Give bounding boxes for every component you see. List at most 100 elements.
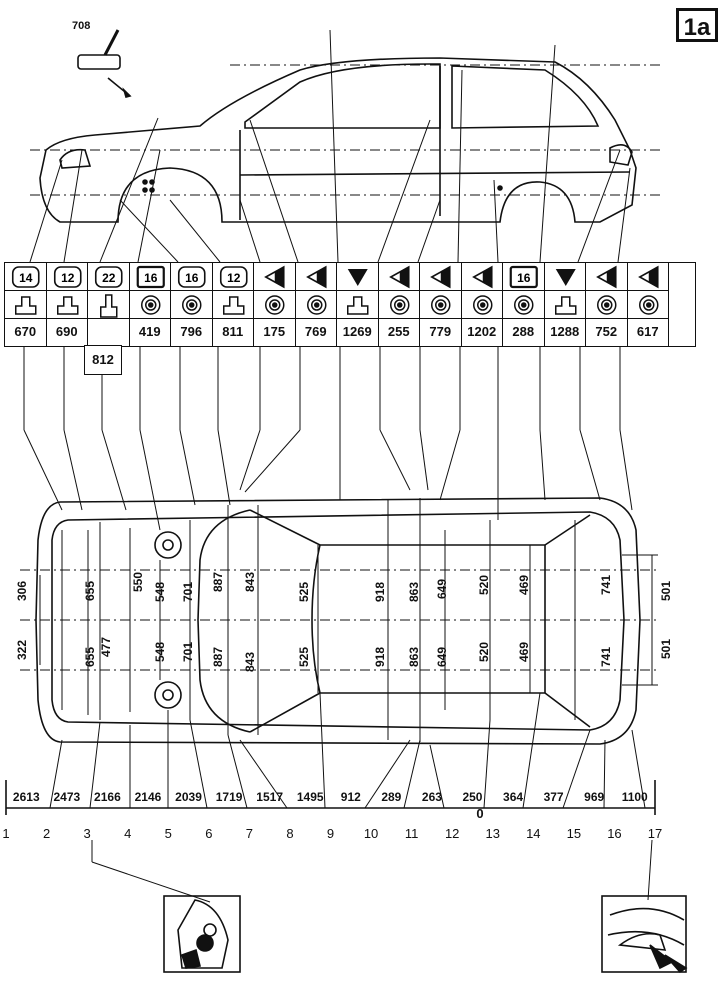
station-number: 7	[245, 826, 253, 841]
station-number: 12	[444, 826, 460, 841]
code-symbol-icon	[305, 265, 327, 289]
station-number: 11	[404, 826, 419, 841]
support-type-cell	[170, 290, 213, 319]
circle-pad-icon	[472, 295, 492, 315]
code-value: 16	[144, 271, 158, 285]
ruler-value: 969	[584, 790, 605, 804]
support-type-cell	[419, 290, 462, 319]
code-symbol-icon: 12	[219, 266, 248, 288]
plan-centerlines	[20, 569, 660, 671]
code-cell: 16	[170, 262, 213, 291]
measure-cell: 769	[294, 318, 337, 347]
code-cell	[253, 262, 296, 291]
code-cell	[419, 262, 462, 291]
measure-cell: 1269	[336, 318, 379, 347]
ruler-value: 2613	[12, 790, 40, 804]
code-symbol-icon: 16	[136, 265, 165, 289]
support-type-cell	[211, 290, 254, 319]
code-value: 16	[517, 271, 531, 285]
station-number: 10	[363, 826, 379, 841]
dim-887-bottom: 887	[211, 646, 225, 668]
code-symbol-icon	[555, 269, 576, 286]
ruler-value: 2039	[175, 790, 202, 804]
code-symbol-icon	[596, 265, 617, 289]
pin-adapter-icon	[100, 294, 118, 318]
circle-pad-icon	[265, 295, 285, 315]
code-cell	[626, 262, 669, 291]
dim-655-top: 655	[83, 580, 97, 602]
dim-701-bottom: 701	[181, 641, 195, 663]
station-number: 5	[164, 826, 172, 841]
block-adapter-icon	[222, 296, 244, 315]
ruler-value: 1100	[621, 790, 648, 804]
measure-cell: 617	[626, 318, 669, 347]
measure-cell: 1202	[460, 318, 503, 347]
code-symbol-icon	[264, 265, 285, 289]
code-value: 12	[227, 271, 241, 285]
ruler-value: 364	[503, 790, 524, 804]
measure-cell: 419	[128, 318, 171, 347]
ruler-leaders	[49, 692, 653, 903]
dim-501-bottom: 501	[659, 638, 673, 660]
measure-cell: 796	[170, 318, 213, 347]
dim-863-bottom: 863	[407, 646, 421, 668]
part-number-label: 708	[72, 20, 91, 32]
dim-887-top: 887	[211, 571, 225, 593]
circle-pad-icon	[514, 295, 534, 315]
support-type-cell	[45, 290, 88, 319]
lift-pad-detail	[77, 29, 132, 98]
station-number: 17	[647, 826, 663, 841]
measure-cell: 670	[4, 318, 47, 347]
circle-pad-icon	[431, 295, 451, 315]
support-type-cell	[294, 290, 337, 319]
station-number: 1	[2, 826, 10, 841]
measure-cell: 288	[502, 318, 545, 347]
circle-pad-icon	[597, 295, 617, 315]
dim-550: 550	[131, 571, 145, 593]
code-value: 14	[19, 271, 33, 285]
dim-306: 306	[15, 580, 29, 602]
support-type-cell	[128, 290, 171, 319]
circle-pad-icon	[306, 295, 326, 315]
measure-cell: 811	[211, 318, 254, 347]
dim-469-top: 469	[517, 574, 531, 596]
dim-469-bottom: 469	[517, 641, 531, 663]
measure-cell: 255	[377, 318, 420, 347]
support-type-cell	[377, 290, 420, 319]
code-symbol-icon: 14	[11, 266, 40, 288]
side-leaders	[29, 29, 631, 263]
ruler-value: 263	[421, 790, 442, 804]
code-value: 12	[61, 271, 75, 285]
dim-525-top: 525	[297, 581, 311, 603]
dim-918-top: 918	[373, 581, 387, 603]
blank-cell	[668, 262, 696, 347]
station-number: 9	[326, 826, 335, 841]
ruler-value: 289	[381, 790, 402, 804]
station-number: 8	[286, 826, 294, 841]
dim-649-bottom: 649	[435, 646, 449, 668]
block-adapter-icon	[554, 296, 576, 315]
sheet-badge: 1a	[676, 8, 718, 42]
extra-measure-812: 812	[84, 345, 122, 375]
code-symbol-icon	[347, 269, 368, 286]
circle-pad-icon	[182, 295, 202, 315]
dim-520-bottom: 520	[477, 641, 491, 663]
code-symbol-icon: 12	[53, 266, 82, 288]
code-cell	[377, 262, 420, 291]
ruler-value: 912	[340, 790, 361, 804]
station-number: 6	[205, 826, 213, 841]
dim-520-top: 520	[477, 574, 491, 596]
support-type-cell	[336, 290, 379, 319]
station-number: 4	[124, 826, 132, 841]
dim-525-bottom: 525	[297, 646, 311, 668]
dim-843-top: 843	[243, 571, 257, 593]
dim-918-bottom: 918	[373, 646, 387, 668]
code-symbol-icon: 22	[94, 266, 123, 288]
ruler-value: 2166	[94, 790, 121, 804]
dim-477: 477	[99, 636, 113, 658]
station-number: 3	[83, 826, 91, 841]
block-adapter-icon	[56, 296, 78, 315]
detail-jack-point-left	[163, 895, 241, 973]
